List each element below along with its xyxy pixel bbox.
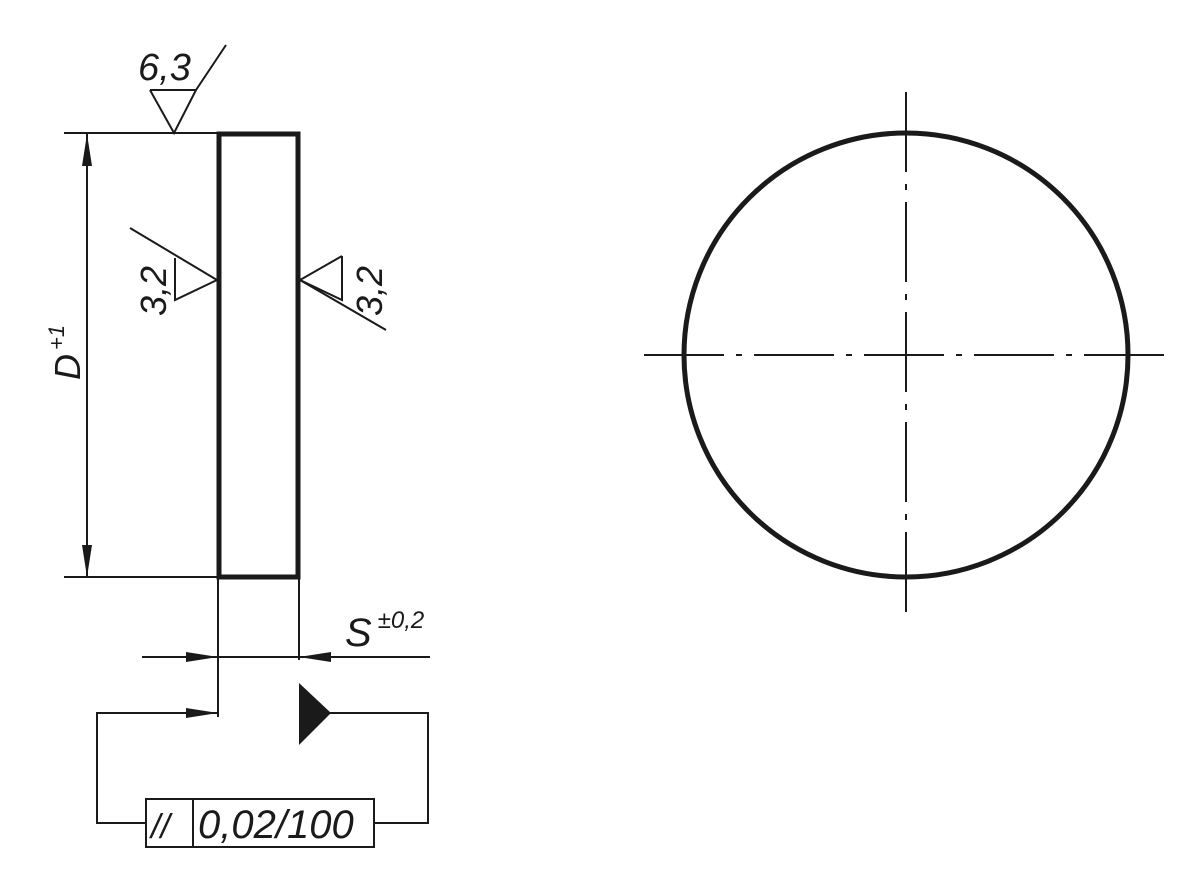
leader-line-left: [96, 712, 218, 824]
disc-side-outline: [216, 131, 301, 580]
diameter-label: D+1: [44, 325, 88, 380]
arrowhead-leader-icon: [186, 708, 218, 718]
roughness-symbol-right-icon: 3,2: [297, 255, 390, 331]
roughness-value-right: 3,2: [349, 266, 390, 316]
feature-control-frame: // 0,02/100: [145, 798, 375, 848]
arrowhead-left-icon: [299, 652, 331, 662]
thickness-tolerance: ±0,2: [378, 607, 425, 634]
roughness-symbol-left-icon: 3,2: [129, 227, 218, 316]
datum-triangle-icon: [299, 683, 331, 745]
thickness-label: S±0,2: [345, 607, 424, 655]
arrowhead-right-icon: [186, 652, 218, 662]
arrowhead-down-icon: [82, 545, 92, 577]
arrowhead-up-icon: [82, 134, 92, 166]
side-view: D+1 6,3 3,2 3,2 S±0,2: [44, 44, 430, 848]
diameter-tolerance: +1: [44, 325, 69, 350]
parallelism-symbol-icon: //: [149, 808, 173, 846]
roughness-value-left: 3,2: [133, 266, 174, 316]
roughness-symbol-top-icon: 6,3: [138, 44, 227, 136]
roughness-value-top: 6,3: [138, 47, 191, 89]
front-view: [644, 92, 1170, 618]
parallelism-tolerance-value: 0,02/100: [198, 803, 354, 847]
leader-line-right: [330, 712, 429, 824]
